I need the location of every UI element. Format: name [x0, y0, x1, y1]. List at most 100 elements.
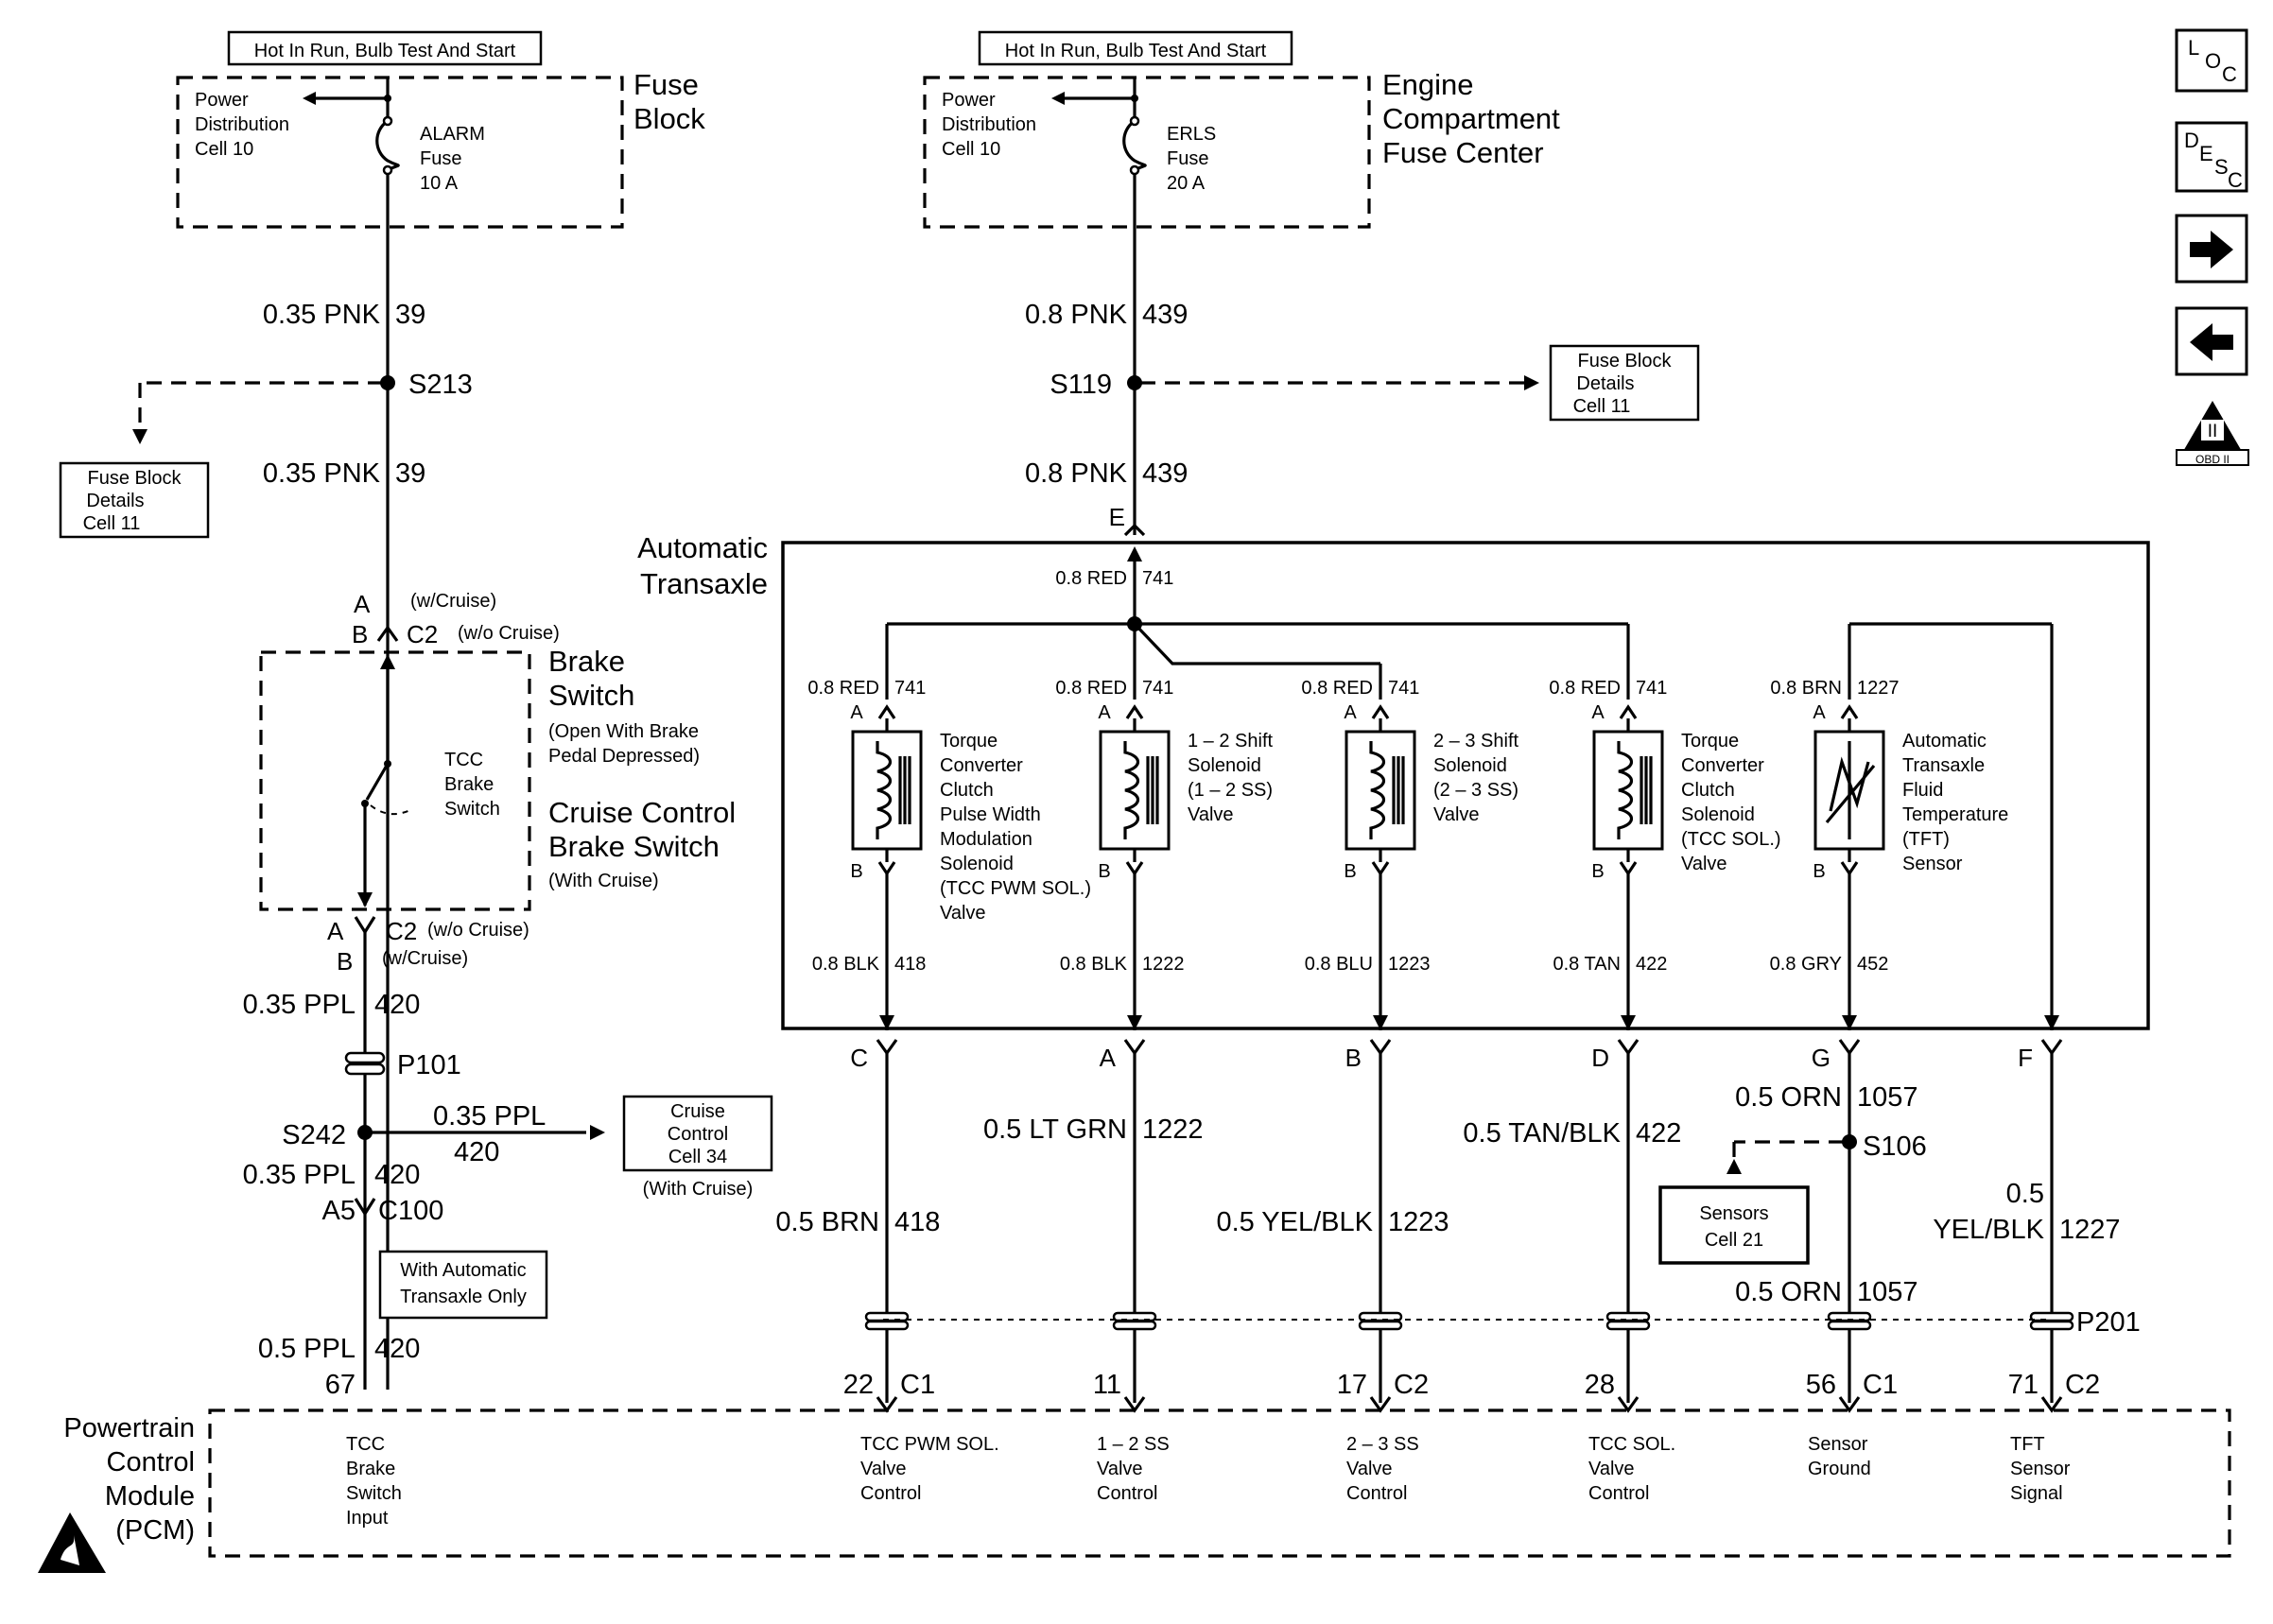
component-name: 1 – 2 Shift [1188, 731, 1274, 752]
obd-roman: II [2208, 422, 2218, 441]
pd-label: Distribution [942, 114, 1036, 135]
left-circuit: 0.35 PNK 39 S213 Fuse Block Details Cell… [59, 300, 773, 1400]
circuit-number: 39 [395, 300, 425, 330]
wire-label: 0.8 BLK [812, 954, 880, 975]
pin-note: (w/o Cruise) [458, 623, 560, 644]
automatic-transaxle: Automatic Transaxle 0.8 RED 741 [637, 531, 2150, 1030]
fuse-block-title-1: Fuse [633, 68, 699, 101]
note-text: Transaxle Only [400, 1287, 527, 1307]
wire-label: 0.5 BRN [775, 1207, 879, 1237]
pin-label: B [850, 861, 862, 882]
circuit-number: 1222 [1142, 954, 1185, 975]
fuse-block-details-ref-left[interactable] [59, 461, 210, 539]
ref-label: Cell 34 [668, 1147, 727, 1167]
pin-label: A [1591, 702, 1605, 723]
pin-note: (w/o Cruise) [427, 920, 529, 941]
erls-fuse-label: ERLS [1167, 124, 1216, 145]
switch-label: Switch [444, 799, 500, 820]
wire-label: 0.35 PPL [243, 990, 356, 1020]
passthrough-label-p201: P201 [2076, 1307, 2141, 1338]
wire-label: 0.5 LT GRN [983, 1114, 1127, 1145]
passthrough-symbol [344, 1051, 386, 1064]
fuse-block-details-ref-right[interactable] [1549, 344, 1700, 422]
circuit-number: 420 [454, 1137, 499, 1167]
sensor-splice: Sensors Cell 21 P201 [883, 1134, 2141, 1338]
right-supply-label: Hot In Run, Bulb Test And Start [1005, 41, 1267, 61]
nav-forward-button[interactable] [2175, 214, 2248, 284]
cruise-control-ref[interactable] [622, 1095, 773, 1172]
erls-fuse-word: Fuse [1167, 148, 1208, 169]
wire-label: 0.8 RED [1549, 678, 1621, 699]
component-name: Sensor [1902, 854, 1963, 874]
pd-label: Power [942, 90, 996, 111]
component-name: (TCC SOL.) [1681, 829, 1781, 850]
nav-loc-button[interactable]: L O C [2175, 28, 2248, 93]
wire-label: 0.8 BLK [1060, 954, 1128, 975]
ref-label: Details [86, 491, 144, 511]
pin-label: A [1344, 702, 1357, 723]
component-name: Solenoid [940, 854, 1014, 874]
passthrough-label-p101: P101 [397, 1050, 461, 1080]
splice-dot [1842, 1134, 1857, 1149]
cruise-switch-note: (With Cruise) [548, 871, 659, 891]
obd-ii-button[interactable]: II OBD II [2176, 401, 2249, 466]
circuit-number: 1223 [1388, 954, 1431, 975]
left-fuse-block: Hot In Run, Bulb Test And Start Fuse Blo… [176, 30, 705, 229]
component-name: (2 – 3 SS) [1433, 780, 1518, 801]
circuit-number: 452 [1857, 954, 1888, 975]
fuse-icon [375, 119, 400, 172]
component-name: Valve [1681, 854, 1727, 874]
ref-label: Control [668, 1124, 728, 1145]
wire-label: 0.8 GRY [1770, 954, 1842, 975]
component-name: Clutch [1681, 780, 1735, 801]
wire-label: 0.8 PNK [1025, 300, 1128, 330]
pcm-input-label: TCC PWM SOL. [860, 1434, 999, 1455]
pcm-input-label: Valve [1097, 1459, 1143, 1479]
circuit-number: 1223 [1388, 1207, 1449, 1237]
component-name: Converter [1681, 755, 1764, 776]
nav-letter: C [2222, 62, 2237, 86]
circuit-number: 741 [1636, 678, 1667, 699]
fuse-center-title: Fuse Center [1382, 136, 1544, 169]
cruise-switch-title: Cruise Control [548, 796, 736, 829]
pcm-input-label: Control [1346, 1483, 1407, 1504]
pin-note: (w/Cruise) [410, 591, 496, 612]
pcm-input-label: Valve [1588, 1459, 1635, 1479]
pin-label: A [850, 702, 863, 723]
circuit-number: 1227 [2059, 1215, 2121, 1245]
brake-switch-box [259, 650, 531, 911]
wire-label: YEL/BLK [1933, 1215, 2044, 1245]
component-name: Transaxle [1902, 755, 1985, 776]
nav-desc-button[interactable]: D E S C [2175, 121, 2248, 193]
nav-back-button[interactable] [2175, 306, 2248, 376]
component-name: Valve [940, 903, 986, 924]
pin-label: A5 [322, 1196, 356, 1226]
nav-letter: E [2199, 142, 2213, 165]
sensors-ref[interactable] [1658, 1185, 1810, 1265]
fuse-block-title-2: Block [633, 102, 705, 135]
left-supply-label: Hot In Run, Bulb Test And Start [254, 41, 516, 61]
pcm-input-label: Control [860, 1483, 921, 1504]
obd-label: OBD II [2195, 453, 2230, 466]
pin-label: B [1344, 861, 1356, 882]
pin-label: A [1813, 702, 1826, 723]
component-name: Torque [1681, 731, 1739, 752]
pin-label: B [1591, 861, 1604, 882]
circuit-number: 1227 [1857, 678, 1900, 699]
connector-label: C2 [386, 917, 417, 945]
alarm-fuse-word: Fuse [420, 148, 461, 169]
pcm-input-label: TFT [2010, 1434, 2045, 1455]
component-name: Valve [1433, 804, 1480, 825]
component-name: (TFT) [1902, 829, 1950, 850]
brake-switch-note: Pedal Depressed) [548, 746, 700, 767]
connector-pin: B [1345, 1044, 1362, 1072]
pcm-connector: C2 [1394, 1370, 1429, 1400]
component-name: Torque [940, 731, 998, 752]
pcm-input-label: 1 – 2 SS [1097, 1434, 1170, 1455]
